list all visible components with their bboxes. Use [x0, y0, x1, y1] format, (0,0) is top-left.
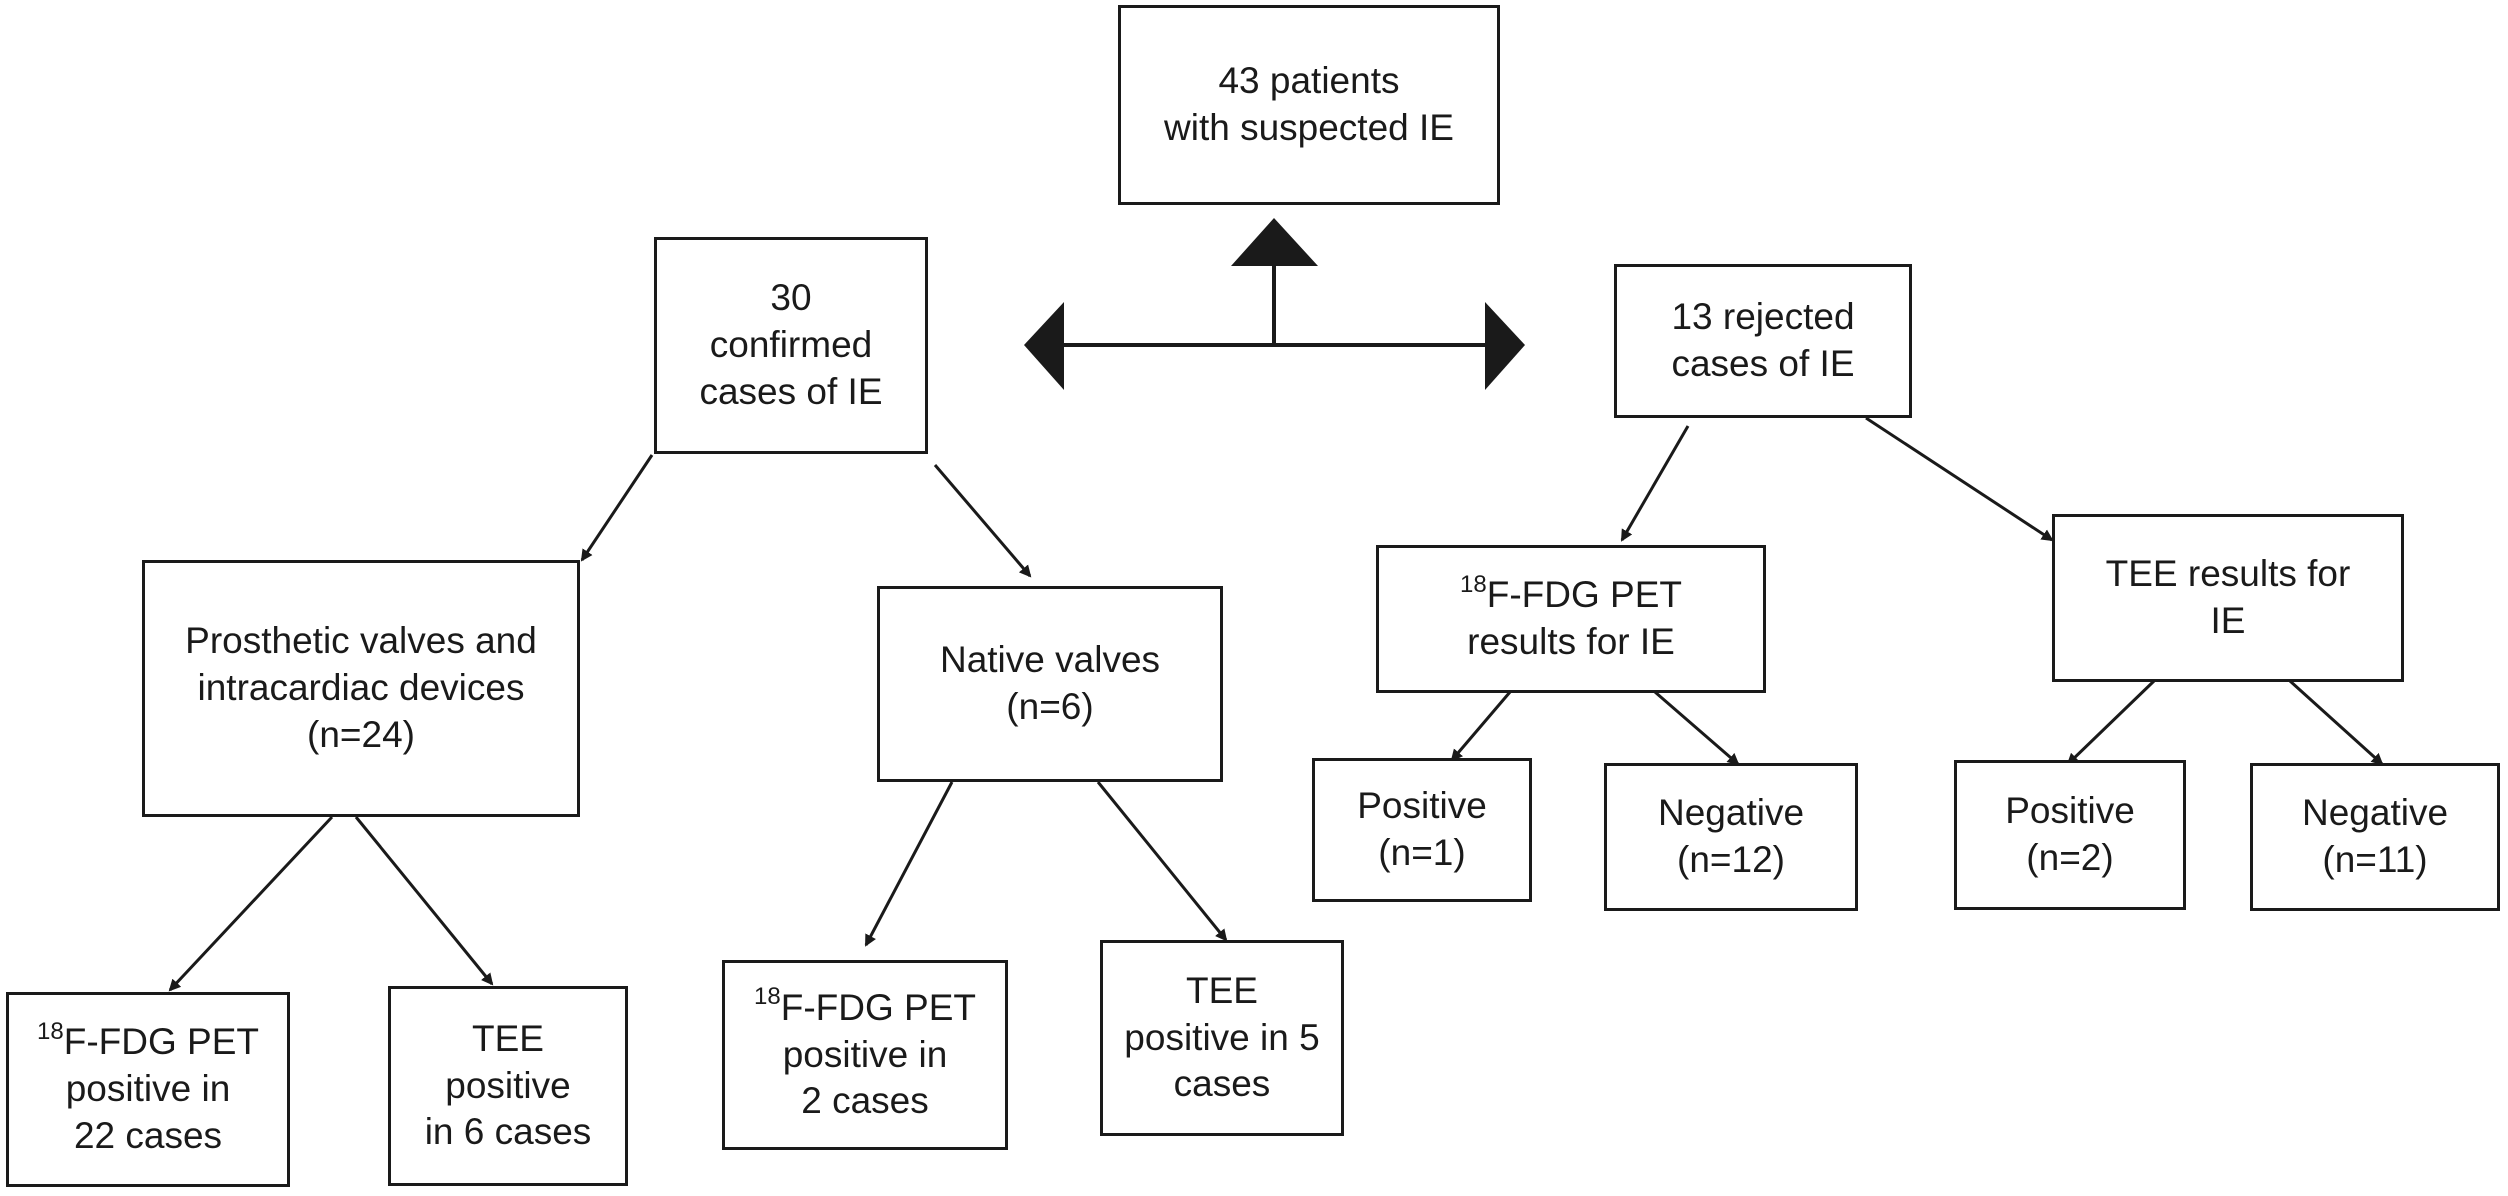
node-prosthetic-pet-positive: 18F-FDG PET positive in 22 cases	[6, 992, 290, 1187]
arrow-pet-to-positive	[1450, 691, 1512, 762]
node-pet-negative: Negative (n=12)	[1604, 763, 1858, 911]
arrow-tee-to-negative	[2288, 679, 2384, 766]
node-rejected-cases: 13 rejected cases of IE	[1614, 264, 1912, 418]
node-text: 30 confirmed cases of IE	[699, 277, 883, 412]
node-text: 43 patients with suspected IE	[1164, 60, 1454, 148]
arrow-prosthetic-to-tee	[354, 816, 494, 986]
splitter-left-arrowhead	[1024, 302, 1064, 390]
node-text: TEE positive in 5 cases	[1124, 969, 1320, 1105]
arrow-native-to-pet	[864, 781, 954, 947]
splitter-up-arrowhead	[1231, 218, 1318, 266]
node-rejected-pet-results: 18F-FDG PET results for IE	[1376, 545, 1766, 693]
node-native-pet-positive: 18F-FDG PET positive in 2 cases	[722, 960, 1008, 1150]
node-prosthetic-tee-positive: TEE positive in 6 cases	[388, 986, 628, 1186]
node-rejected-tee-results: TEE results for IE	[2052, 514, 2404, 682]
node-pet-positive: Positive (n=1)	[1312, 758, 1532, 902]
arrow-pet-to-negative	[1654, 690, 1740, 766]
arrow-confirmed-to-native	[933, 464, 1032, 578]
node-text: 13 rejected cases of IE	[1671, 296, 1855, 384]
arrow-tee-to-positive	[2066, 679, 2156, 766]
node-confirmed-cases: 30 confirmed cases of IE	[654, 237, 928, 454]
node-text: 18F-FDG PET positive in 2 cases	[754, 983, 976, 1122]
node-text: Positive (n=2)	[2005, 790, 2135, 878]
node-text: TEE positive in 6 cases	[424, 1017, 592, 1153]
isotope-superscript: 18	[1460, 570, 1487, 598]
arrow-rejected-to-tee	[1865, 416, 2054, 542]
node-text: 18F-FDG PET positive in 22 cases	[37, 1017, 259, 1156]
node-prosthetic-valves: Prosthetic valves and intracardiac devic…	[142, 560, 580, 817]
node-text: 18F-FDG PET results for IE	[1460, 570, 1682, 662]
node-native-valves: Native valves (n=6)	[877, 586, 1223, 782]
node-text: Positive (n=1)	[1357, 785, 1487, 873]
node-text: Negative (n=12)	[1657, 792, 1805, 880]
node-text: Negative (n=11)	[2301, 792, 2449, 880]
node-text: Native valves (n=6)	[939, 639, 1161, 727]
node-suspected-patients: 43 patients with suspected IE	[1118, 5, 1500, 205]
node-text: Prosthetic valves and intracardiac devic…	[185, 620, 537, 755]
node-tee-negative: Negative (n=11)	[2250, 763, 2500, 911]
node-tee-positive: Positive (n=2)	[1954, 760, 2186, 910]
node-text: TEE results for IE	[2105, 553, 2351, 641]
arrow-native-to-tee	[1096, 781, 1228, 942]
isotope-superscript: 18	[37, 1017, 64, 1045]
arrow-confirmed-to-prosthetic	[580, 454, 654, 562]
node-native-tee-positive: TEE positive in 5 cases	[1100, 940, 1344, 1136]
arrow-rejected-to-pet	[1620, 425, 1690, 542]
arrow-prosthetic-to-pet	[168, 815, 334, 992]
splitter-right-arrowhead	[1485, 302, 1525, 390]
isotope-superscript: 18	[754, 983, 781, 1011]
